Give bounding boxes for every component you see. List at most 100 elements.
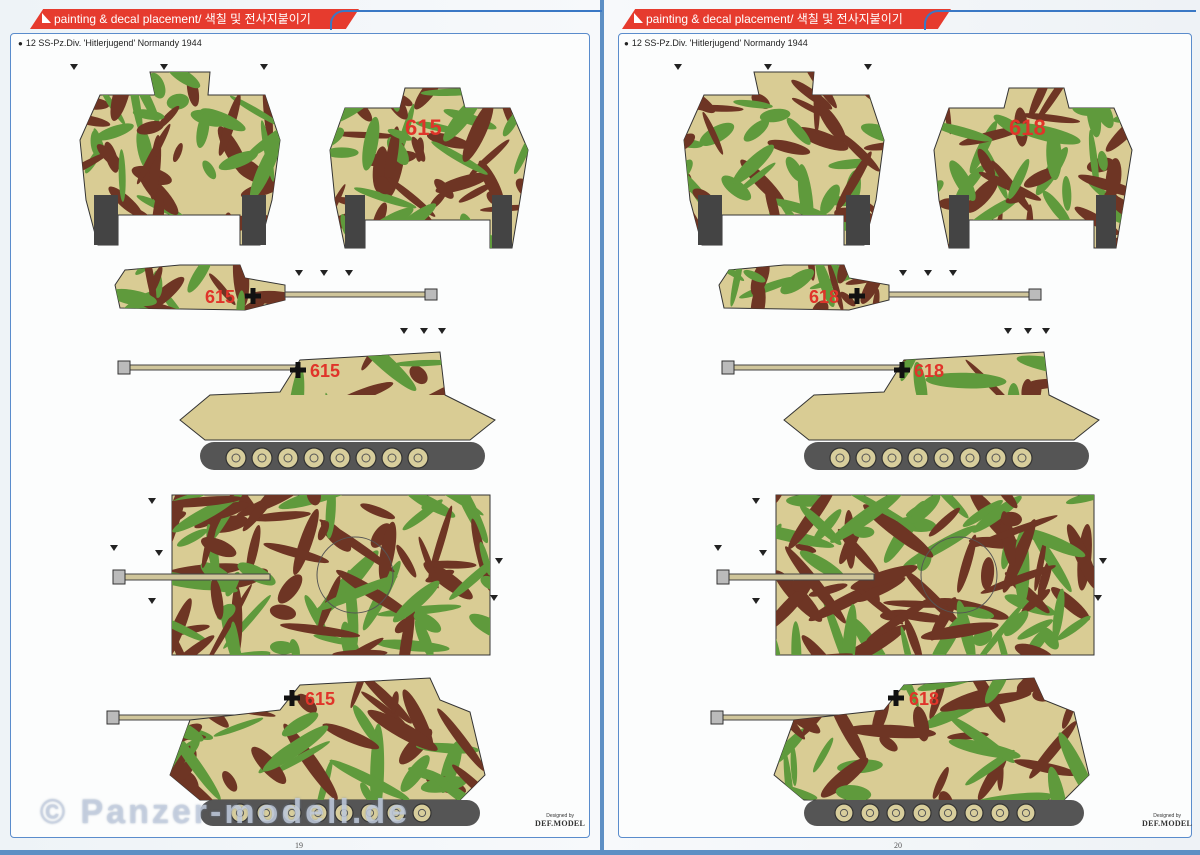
road-wheel: [407, 447, 429, 469]
camo-stripe: [812, 737, 834, 773]
camo-stripe: [839, 291, 856, 307]
wheel-hub: [939, 453, 949, 463]
road-wheel: [251, 447, 273, 469]
turret-number: 615: [405, 115, 442, 140]
camo-stripe: [843, 72, 884, 91]
camo-stripe: [378, 521, 397, 582]
muzzle-brake: [710, 710, 724, 725]
camo-stripe: [172, 143, 183, 163]
turret-number: 618: [809, 287, 839, 307]
gun-barrel: [888, 291, 1030, 298]
callout-marker-icon: [752, 498, 760, 504]
road-wheel: [381, 447, 403, 469]
camo-stripe: [225, 347, 278, 377]
callout-marker-icon: [345, 270, 353, 276]
wheel-hub: [1021, 808, 1031, 818]
camo-stripe: [269, 209, 280, 245]
camo-stripe: [361, 691, 406, 725]
camo-stripe: [390, 691, 399, 714]
gun-barrel: [723, 364, 905, 371]
camo-stripe: [1034, 540, 1047, 592]
camo-stripe: [759, 108, 791, 123]
camo-stripe: [172, 495, 243, 508]
camo-stripe: [418, 536, 439, 589]
callout-marker-icon: [260, 64, 268, 70]
camo-stripe: [172, 495, 238, 533]
camo-stripe: [222, 771, 238, 792]
camo-stripe: [232, 265, 250, 307]
wheel-hub: [387, 453, 397, 463]
camo-stripe: [205, 584, 252, 655]
road-wheel: [1011, 447, 1033, 469]
camo-stripe: [1021, 589, 1051, 614]
camo-stripe: [262, 725, 329, 772]
tank-front-view: [674, 64, 885, 246]
road-wheel: [829, 447, 851, 469]
camo-stripe: [743, 119, 770, 142]
camo-stripe: [80, 72, 91, 109]
gun-barrel: [284, 291, 426, 298]
wheel-hub: [891, 808, 901, 818]
camo-stripe: [479, 541, 490, 576]
wheel-hub: [339, 808, 349, 818]
camo-stripe: [245, 119, 280, 159]
camo-stripe: [513, 133, 528, 175]
camo-stripe: [370, 523, 391, 548]
camo-stripe: [957, 534, 977, 593]
camo-stripe: [1036, 88, 1074, 122]
camo-stripe: [780, 268, 815, 295]
road-wheel: [985, 447, 1007, 469]
road-wheel: [855, 447, 877, 469]
camo-stripe: [776, 522, 835, 548]
callout-marker-icon: [420, 328, 428, 334]
callout-marker-icon: [148, 598, 156, 604]
callout-marker-icon: [110, 545, 118, 551]
camo-stripe: [132, 109, 165, 120]
balkenkreuz-icon: [893, 690, 899, 706]
camo-stripe: [928, 507, 960, 537]
camo-stripe: [826, 347, 867, 375]
camo-stripe: [214, 650, 271, 655]
camo-stripe: [437, 708, 485, 772]
camo-stripe: [426, 560, 477, 569]
wheel-hub: [365, 808, 375, 818]
camo-stripe: [684, 133, 696, 152]
camo-stripe: [784, 546, 847, 624]
camo-stripe: [280, 623, 361, 638]
camo-stripe: [1097, 150, 1108, 171]
triangle-icon: [634, 13, 643, 23]
scheme-caption: 12 SS-Pz.Div. 'Hitlerjugend' Normandy 19…: [18, 38, 202, 48]
camo-stripe: [1040, 627, 1059, 650]
camo-stripe: [811, 300, 829, 310]
camo-stripe: [994, 495, 1018, 509]
camo-stripe: [1004, 610, 1029, 637]
camo-stripe: [122, 72, 143, 87]
road-wheel: [834, 803, 854, 823]
camo-stripe: [913, 706, 930, 742]
camo-stripe: [786, 118, 811, 145]
turret-number: 615: [305, 689, 335, 709]
banner-title: painting & decal placement/ 색칠 및 전사지붙이기: [54, 12, 311, 26]
road-wheel: [860, 803, 880, 823]
camo-stripe: [1023, 167, 1058, 188]
road-wheel: [360, 803, 380, 823]
camo-stripe: [313, 634, 357, 646]
camo-stripe: [980, 557, 995, 590]
turret-number: 618: [909, 689, 939, 709]
camo-stripe: [822, 595, 855, 655]
camo-stripe: [409, 365, 428, 385]
road-wheel: [225, 447, 247, 469]
camo-stripe: [1017, 619, 1054, 640]
camo-stripe: [984, 678, 1009, 704]
tank-top-view: [110, 494, 503, 656]
tank-side-view: 615: [117, 328, 496, 470]
camo-stripe: [1088, 129, 1099, 191]
turret-side-view: 615: [114, 264, 438, 311]
wheel-hub: [965, 453, 975, 463]
camo-stripe: [796, 233, 828, 245]
callout-marker-icon: [1094, 595, 1102, 601]
turret-ring: [316, 536, 394, 614]
wheel-hub: [1017, 453, 1027, 463]
road-wheel: [959, 447, 981, 469]
